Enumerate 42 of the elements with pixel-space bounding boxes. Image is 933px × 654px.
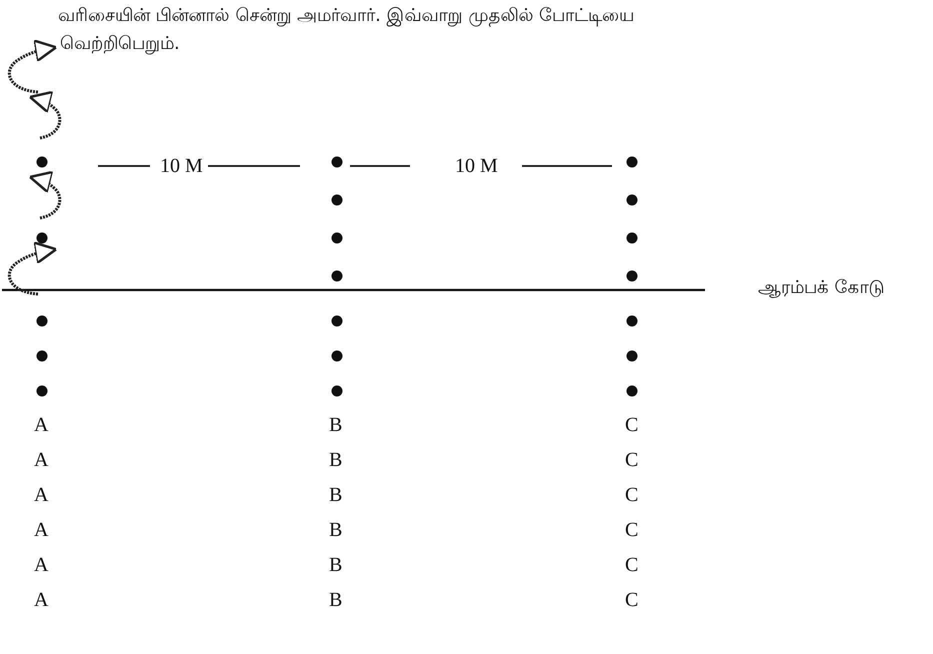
text-line: வெற்றிபெறும். xyxy=(60,32,180,56)
team-letter: A xyxy=(34,413,48,437)
player-dot xyxy=(625,155,639,169)
team-letter: A xyxy=(34,553,48,577)
team-letter: A xyxy=(34,448,48,472)
team-letter: A xyxy=(34,588,48,612)
player-dot xyxy=(35,384,49,398)
team-letter: B xyxy=(329,588,342,612)
player-dot xyxy=(330,384,344,398)
player-dot xyxy=(625,349,639,363)
player-dot xyxy=(625,269,639,283)
player-dot xyxy=(35,155,49,169)
team-letter: C xyxy=(625,553,638,577)
player-dot xyxy=(330,231,344,245)
player-dot xyxy=(330,349,344,363)
player-dot xyxy=(35,231,49,245)
team-letter: B xyxy=(329,483,342,507)
player-dot xyxy=(35,314,49,328)
team-letter: C xyxy=(625,588,638,612)
player-dot xyxy=(625,384,639,398)
player-dot xyxy=(35,349,49,363)
team-letter: C xyxy=(625,483,638,507)
team-letter: A xyxy=(34,518,48,542)
team-letter: B xyxy=(329,553,342,577)
distance-label: 10 M xyxy=(455,154,498,178)
player-dot xyxy=(330,269,344,283)
team-letter: B xyxy=(329,413,342,437)
team-letter: B xyxy=(329,448,342,472)
text-line: வரிசையின் பின்னால் சென்று அமர்வார். இவ்வாறு முதலில் போட்டியை xyxy=(58,4,634,28)
distance-label: 10 M xyxy=(160,154,203,178)
team-letter: C xyxy=(625,518,638,542)
player-dot xyxy=(330,155,344,169)
player-dot xyxy=(625,193,639,207)
player-dot xyxy=(330,314,344,328)
team-letter: B xyxy=(329,518,342,542)
team-letter: C xyxy=(625,448,638,472)
start-line-label: ஆரம்பக் கோடு xyxy=(758,276,885,300)
player-dot xyxy=(330,193,344,207)
team-letter: C xyxy=(625,413,638,437)
player-dot xyxy=(625,314,639,328)
player-dot xyxy=(625,231,639,245)
team-letter: A xyxy=(34,483,48,507)
